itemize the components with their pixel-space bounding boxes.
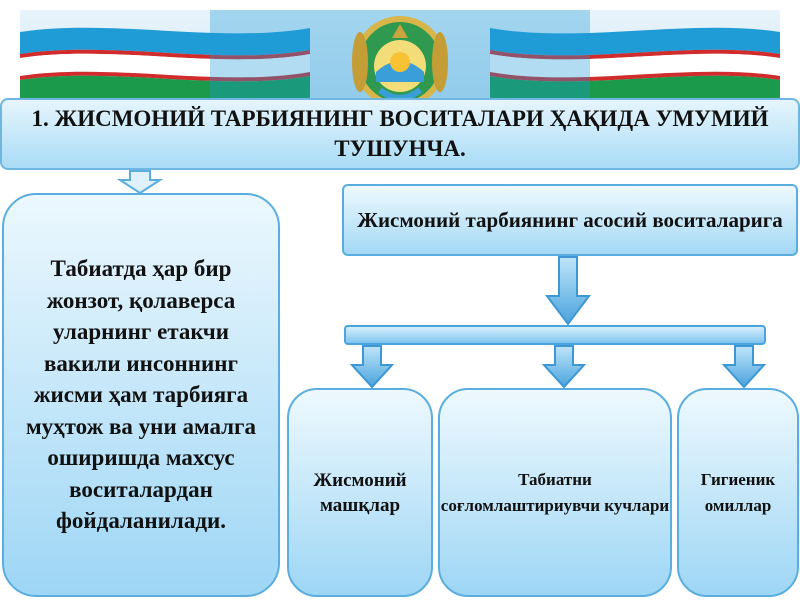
connector-bar bbox=[344, 325, 766, 345]
means-header-box: Жисмоний тарбиянинг асосий воситаларига bbox=[342, 184, 798, 256]
card-label: Гигиеник омиллар bbox=[700, 469, 776, 515]
card-label: Табиатни соғломлаштириувчи кучлари bbox=[440, 469, 670, 515]
card-natural-forces: Табиатни соғломлаштириувчи кучлари bbox=[438, 388, 672, 597]
description-text: Табиатда ҳар бир жонзот, қолаверса уларн… bbox=[26, 256, 256, 534]
state-emblem-icon bbox=[352, 16, 448, 100]
arrow-down-icon bbox=[721, 345, 767, 389]
arrow-down-icon bbox=[545, 256, 591, 326]
title-box: 1. ЖИСМОНИЙ ТАРБИЯНИНГ ВОСИТАЛАРИ ҲАҚИДА… bbox=[0, 98, 800, 170]
flag-banner bbox=[20, 10, 780, 100]
card-physical-exercises: Жисмоний машқлар bbox=[287, 388, 433, 597]
arrow-down-icon bbox=[349, 345, 395, 389]
arrow-down-icon bbox=[541, 345, 587, 389]
description-box: Табиатда ҳар бир жонзот, қолаверса уларн… bbox=[2, 193, 280, 597]
arrow-down-icon bbox=[116, 170, 164, 195]
card-hygienic-factors: Гигиеник омиллар bbox=[677, 388, 799, 597]
flag-banner-graphic bbox=[20, 10, 780, 100]
page-title: 1. ЖИСМОНИЙ ТАРБИЯНИНГ ВОСИТАЛАРИ ҲАҚИДА… bbox=[31, 106, 769, 161]
means-header-text: Жисмоний тарбиянинг асосий воситаларига bbox=[357, 208, 783, 232]
card-label: Жисмоний машқлар bbox=[313, 469, 407, 516]
